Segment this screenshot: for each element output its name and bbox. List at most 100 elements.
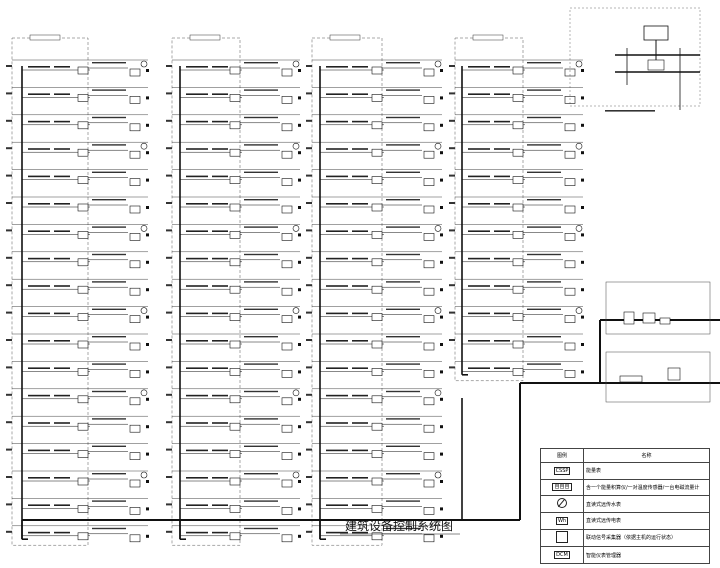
meter-box (512, 231, 524, 239)
meter-label (386, 445, 420, 447)
cable-label (186, 340, 208, 342)
cable-label (186, 175, 208, 178)
row-tick (306, 448, 312, 451)
cable-label (468, 312, 490, 315)
meter-box (371, 532, 383, 541)
row-tick (166, 174, 172, 177)
workstation-frame (605, 281, 711, 335)
cable-label (468, 93, 490, 95)
cable-label (326, 66, 348, 68)
water-meter-circle (434, 60, 442, 68)
legend-row: Wh 直读式远传电表 (540, 511, 710, 530)
meter-box (77, 203, 89, 212)
meter-dot (440, 178, 443, 182)
meter-label (527, 171, 561, 173)
row-tick (6, 284, 12, 287)
dcm-box (281, 205, 293, 214)
cable-label (326, 148, 348, 150)
meter-label (386, 500, 420, 502)
meter-label (244, 253, 278, 256)
row-tick (449, 284, 455, 287)
energy-meter-icon: CSSP (553, 466, 571, 475)
meter-label (244, 281, 278, 283)
dcm-box (564, 315, 576, 323)
water-meter-circle (292, 389, 300, 397)
meter-dot (146, 452, 149, 456)
meter-box (229, 66, 241, 75)
meter-box (229, 203, 241, 212)
meter-box (512, 340, 524, 349)
legend-row: 自自自 含一个能量积算仪/一对温度传感器/一台电磁流量计 (540, 478, 710, 497)
meter-dot (440, 288, 443, 292)
row-tick (306, 92, 312, 95)
meter-box (77, 340, 89, 349)
meter-group-icon: 自自自 (552, 483, 572, 492)
cable-label (326, 230, 348, 232)
rack-label-box (29, 34, 61, 41)
meter-label (386, 89, 420, 91)
dcm-box (281, 507, 293, 515)
meter-label (92, 500, 126, 502)
row-tick (6, 421, 12, 424)
meter-box (229, 258, 241, 267)
meter-dot (298, 397, 301, 401)
meter-dot (440, 370, 443, 374)
meter-dot (440, 507, 443, 511)
meter-label (92, 199, 126, 201)
meter-dot (581, 69, 584, 72)
cable-label (28, 257, 50, 260)
meter-dot (440, 233, 443, 237)
cable-label (352, 367, 368, 369)
meter-box (371, 422, 383, 431)
meter-box (77, 176, 89, 184)
meter-box (229, 285, 241, 294)
meter-dot (440, 425, 443, 429)
meter-label (386, 418, 420, 420)
meter-label (244, 390, 278, 393)
cable-label (28, 394, 50, 397)
dcm-box (423, 68, 435, 77)
row-tick (6, 366, 12, 369)
meter-dot (146, 206, 149, 209)
server-icon (623, 311, 635, 325)
dcm-box (281, 96, 293, 104)
cable-label (212, 422, 228, 424)
cable-label (352, 504, 368, 506)
water-meter-circle (292, 60, 300, 68)
cable-label (186, 203, 208, 205)
meter-label (527, 226, 561, 228)
row-tick (306, 339, 312, 341)
cable-label (494, 120, 510, 123)
meter-dot (146, 288, 149, 292)
row-tick (6, 530, 12, 533)
dcm-box (129, 233, 141, 241)
rack-label-box (472, 34, 504, 41)
meter-label (386, 226, 420, 228)
meter-label (92, 473, 126, 475)
meter-dot (581, 343, 584, 346)
cable-label (186, 422, 208, 424)
dcm-box (423, 233, 435, 241)
water-meter-circle (434, 225, 442, 232)
cable-label (54, 257, 70, 260)
meter-label (386, 308, 420, 310)
cable-label (468, 203, 490, 205)
meter-dot (581, 260, 584, 264)
meter-dot (581, 233, 584, 237)
meter-dot (440, 206, 443, 209)
meter-dot (581, 123, 584, 127)
meter-dot (298, 151, 301, 155)
energy-meter-box (643, 25, 669, 41)
legend-row: CSSP 能量表 (540, 462, 710, 480)
meter-label (386, 473, 420, 475)
meter-label (92, 89, 126, 91)
row-tick (306, 284, 312, 287)
cable-label (186, 285, 208, 287)
cable-label (352, 230, 368, 232)
meter-dot (298, 233, 301, 237)
water-meter-circle (140, 60, 148, 68)
cable-label (54, 504, 70, 506)
dcm-box (281, 342, 293, 351)
meter-box (371, 258, 383, 267)
row-tick (6, 256, 12, 259)
